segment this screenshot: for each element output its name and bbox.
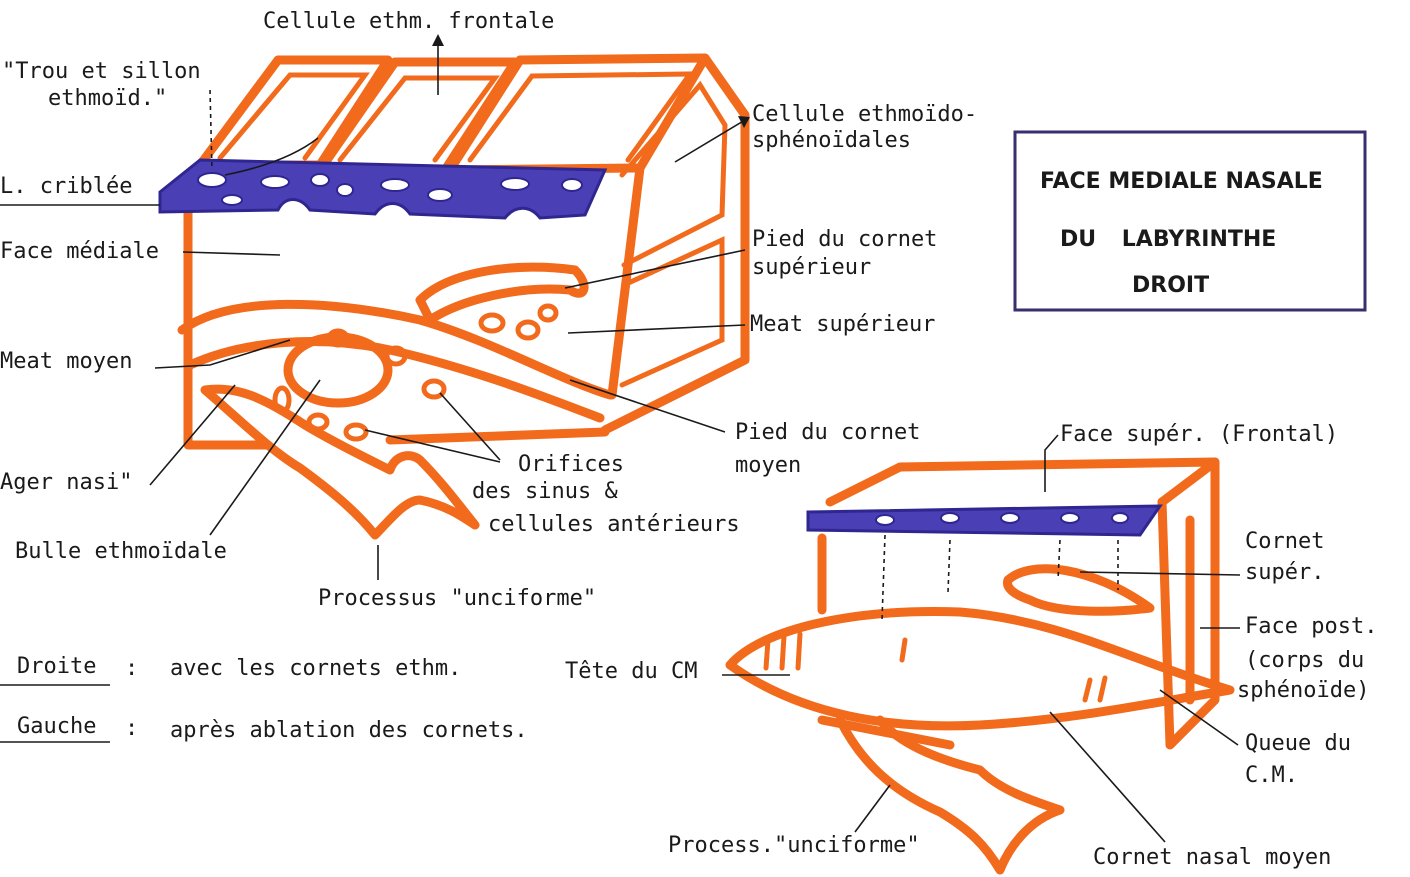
crib-hole-7 [501, 178, 529, 190]
lower-crib-hole-1 [876, 515, 894, 525]
title-line-3: DROIT [1132, 273, 1209, 298]
crib-hole-4 [337, 184, 353, 196]
label-l-criblee: L. criblée [0, 174, 132, 199]
crib-hole-5 [381, 179, 409, 191]
label-cornet-nasal-moyen: Cornet nasal moyen [1093, 845, 1331, 870]
label-cellule-spheno-1: Cellule ethmoïdo- [752, 102, 977, 127]
label-cornet-super-1: Cornet [1245, 529, 1324, 554]
crib-hole-6 [428, 189, 452, 201]
label-face-super: Face supér. (Frontal) [1060, 422, 1338, 447]
orifice-3 [540, 306, 556, 320]
label-processus-unciforme: Processus "unciforme" [318, 586, 596, 611]
crib-hole-3 [311, 174, 329, 186]
turbinate-stroke-4 [902, 640, 905, 660]
arrow-spheno [675, 120, 745, 162]
leader-pied-moyen [570, 380, 725, 432]
label-queue-1: Queue du [1245, 731, 1351, 756]
label-cellule-spheno-2: sphénoïdales [752, 128, 911, 153]
label-face-mediale: Face médiale [0, 239, 159, 264]
label-trou-sillon-1: "Trou et sillon [2, 59, 201, 84]
leader-face-mediale [183, 252, 280, 255]
turbinate-stroke-1 [766, 640, 768, 668]
leader-process-2 [855, 785, 890, 832]
label-cornet-super-2: supér. [1245, 560, 1324, 585]
uncinate-process [205, 389, 475, 535]
lower-crib-hole-4 [1061, 513, 1079, 523]
leader-meat-sup [568, 325, 745, 333]
superior-turbinate [420, 267, 584, 320]
label-cellule-frontale: Cellule ethm. frontale [263, 9, 554, 34]
lower-crib-hole-3 [1001, 513, 1019, 523]
upper-ethmoid-block [160, 58, 745, 535]
turbinate-stroke-3 [798, 634, 800, 668]
arrowhead-frontale [432, 34, 444, 46]
label-trou-sillon-2: ethmoïd." [48, 86, 167, 111]
leader-pied-sup [565, 250, 745, 288]
lower-middle-turbinate [730, 612, 1230, 726]
label-bulle: Bulle ethmoïdale [15, 539, 227, 564]
label-orifices-1: Orifices [518, 452, 624, 477]
side-face-cell-b [622, 240, 722, 385]
crib-hole-2 [261, 176, 289, 188]
title-line-1: FACE MEDIALE NASALE [1040, 169, 1323, 194]
label-meat-superieur: Meat supérieur [750, 312, 935, 337]
lower-cribriform [808, 506, 1160, 535]
label-tete-cm: Tête du CM [565, 659, 697, 684]
label-pied-cornet-moyen-2: moyen [735, 453, 801, 478]
label-face-post-2: (corps du [1245, 648, 1364, 673]
label-orifices-3: cellules antérieurs [488, 512, 740, 537]
label-orifices-2: des sinus & [472, 479, 618, 504]
label-pied-cornet-moyen-1: Pied du cornet [735, 420, 920, 445]
title-line-2: DU LABYRINTHE [1060, 227, 1276, 252]
title-box: FACE MEDIALE NASALE DU LABYRINTHE DROIT [1015, 132, 1365, 310]
orifice-9 [346, 425, 366, 439]
crib-hole-8 [562, 179, 582, 191]
legend-droite-key: Droite [17, 654, 96, 679]
lower-crib-hole-5 [1112, 513, 1128, 523]
legend-gauche-text: après ablation des cornets. [170, 718, 528, 743]
crib-hole-1 [198, 173, 226, 187]
lower-crib-hole-2 [941, 513, 959, 523]
legend-droite-sep: : [125, 656, 138, 681]
label-pied-cornet-sup-2: supérieur [752, 255, 871, 280]
label-queue-2: C.M. [1245, 763, 1298, 788]
orifice-1 [481, 315, 503, 331]
legend: Droite : avec les cornets ethm. Gauche :… [17, 654, 528, 743]
legend-gauche-sep: : [125, 716, 138, 741]
label-face-post-1: Face post. [1245, 614, 1377, 639]
cribriform-plate [160, 160, 605, 218]
label-ager-nasi: Ager nasi" [0, 470, 132, 495]
legend-gauche-key: Gauche [17, 714, 96, 739]
leader-cornet-nasal [1050, 712, 1165, 842]
middle-turbinate-lower [190, 342, 600, 418]
turbinate-stroke-2 [782, 636, 784, 668]
nerve-2 [948, 540, 950, 592]
nerve-1 [882, 535, 885, 620]
legend-droite-text: avec les cornets ethm. [170, 656, 461, 681]
top-cell-inner-1 [220, 75, 365, 158]
lower-block-top [830, 462, 1215, 502]
orifice-2 [518, 322, 538, 338]
label-face-post-3: sphénoïde) [1237, 678, 1369, 703]
lower-ethmoid-block [730, 462, 1230, 870]
label-process-unciforme-2: Process."unciforme" [668, 833, 920, 858]
lower-superior-turbinate [1007, 569, 1150, 612]
crib-hole-9 [222, 195, 242, 205]
turbinate-stroke-5 [1085, 680, 1090, 700]
label-meat-moyen: Meat moyen [0, 349, 132, 374]
turbinate-stroke-6 [1100, 678, 1105, 700]
label-pied-cornet-sup-1: Pied du cornet [752, 227, 937, 252]
front-face-bottom [390, 432, 605, 440]
